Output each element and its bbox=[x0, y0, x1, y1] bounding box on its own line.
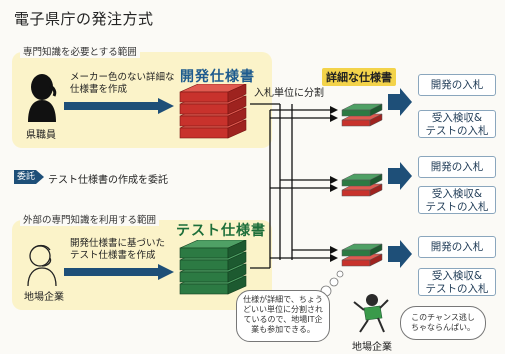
bottom-panel-label: 外部の専門知識を利用する範囲 bbox=[20, 212, 160, 226]
thought-bubble: 仕様が詳細で、ちょう どいい単位に分割され ているので、地場IT企 業も参加でき… bbox=[236, 290, 330, 342]
test-bid-line2: テストの入札 bbox=[425, 125, 489, 137]
delegate-badge: 委託 bbox=[17, 172, 36, 182]
create-arrow-bottom bbox=[64, 264, 174, 280]
split-label: 入札単位に分割 bbox=[254, 88, 324, 99]
dev-bid-box-1: 開発の入札 bbox=[418, 74, 496, 96]
detail-spec-title: 詳細な仕様書 bbox=[322, 68, 396, 86]
test-bid-line2: テストの入札 bbox=[425, 201, 489, 213]
test-bid-box-3: 受入検収& テストの入札 bbox=[418, 268, 496, 296]
detail-spec-books-2-icon bbox=[341, 173, 383, 197]
detail-spec-books-3-icon bbox=[341, 243, 383, 267]
local-company-jump-label: 地場企業 bbox=[352, 342, 392, 353]
test-spec-title: テスト仕様書 bbox=[176, 223, 266, 239]
delegate-arrow-icon bbox=[14, 170, 44, 184]
bottom-action-text: 開発仕様書に基づいた テスト仕様書を作成 bbox=[70, 238, 166, 261]
dev-bid-box-2: 開発の入札 bbox=[418, 156, 496, 178]
bid-arrow-3-icon bbox=[388, 240, 412, 268]
local-company-label: 地場企業 bbox=[24, 292, 64, 303]
speech-bubble: このチャンス逃し ちゃならんぱい。 bbox=[400, 306, 486, 340]
top-action-text: メーカー色のない詳細な 仕様書を作成 bbox=[70, 72, 175, 95]
bid-arrow-2-icon bbox=[388, 162, 412, 190]
test-bid-line1: 受入検収& bbox=[431, 270, 483, 282]
test-bid-line1: 受入検収& bbox=[431, 112, 483, 124]
create-arrow-top bbox=[64, 98, 174, 114]
test-bid-box-1: 受入検収& テストの入札 bbox=[418, 110, 496, 138]
dev-spec-books-icon bbox=[179, 84, 247, 139]
test-bid-line1: 受入検収& bbox=[431, 188, 483, 200]
test-bid-box-2: 受入検収& テストの入札 bbox=[418, 186, 496, 214]
detail-spec-books-1-icon bbox=[341, 103, 383, 127]
local-company-person-icon bbox=[27, 244, 57, 286]
delegate-text: テスト仕様書の作成を委託 bbox=[48, 175, 168, 186]
top-panel-label: 専門知識を必要とする範囲 bbox=[20, 44, 140, 58]
thought-bubble-dots bbox=[320, 270, 344, 297]
diagram-title: 電子県庁の発注方式 bbox=[14, 10, 154, 28]
official-silhouette-icon bbox=[28, 74, 57, 122]
test-spec-books-icon bbox=[179, 240, 247, 295]
dev-spec-title: 開発仕様書 bbox=[180, 69, 255, 85]
test-bid-line2: テストの入札 bbox=[425, 283, 489, 295]
official-label: 県職員 bbox=[26, 130, 56, 141]
bid-arrow-1-icon bbox=[388, 88, 412, 116]
dev-bid-box-3: 開発の入札 bbox=[418, 236, 496, 258]
local-company-jumping-person-icon bbox=[353, 294, 389, 333]
